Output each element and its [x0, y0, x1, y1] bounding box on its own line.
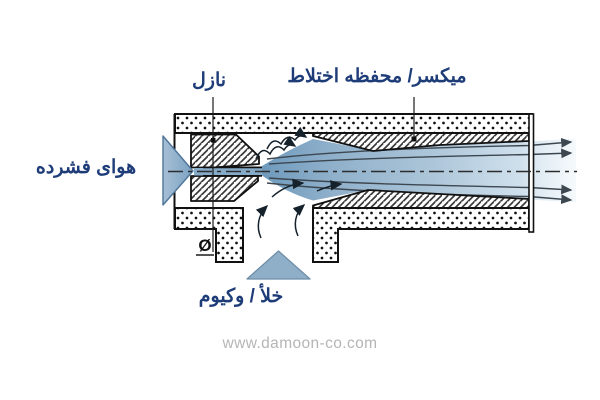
vacuum-suction-arrow — [246, 250, 311, 280]
mixer-leader-dot — [411, 136, 417, 142]
nozzle-lower-block — [190, 175, 259, 202]
label-nozzle: نازل — [191, 70, 227, 91]
casing-bottom-right — [312, 207, 530, 263]
diameter-symbol: Ø — [198, 236, 211, 255]
label-vacuum: خلأ / وکیوم — [198, 286, 284, 307]
watermark-text: www.damoon-co.com — [222, 335, 378, 352]
casing-top-bar — [174, 113, 533, 134]
compressed-air-inlet-arrow — [162, 135, 194, 206]
casing-right-face — [528, 113, 535, 233]
leader-lines — [212, 97, 415, 252]
nozzle-leader-dot — [211, 138, 216, 143]
entrainment-wavy-arrows — [255, 126, 308, 160]
label-compressed-air: هوای فشرده — [35, 157, 137, 178]
nozzle-upper-block — [190, 133, 260, 169]
label-mixer-mixing-chamber: میکسر/ محفظه اختلاط — [287, 66, 467, 87]
vacuum-port-arrows — [255, 178, 343, 239]
